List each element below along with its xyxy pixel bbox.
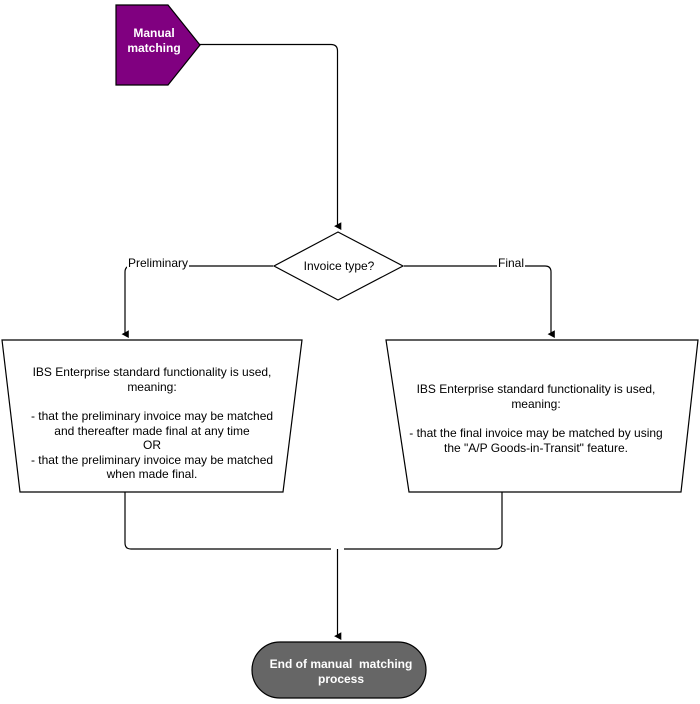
node-decision-invoice-type[interactable] [272,231,405,301]
connector-decision-to-preliminary [121,265,273,338]
node-process-final[interactable] [385,339,699,493]
node-start-manual-matching[interactable] [115,4,201,86]
node-end-process[interactable] [251,641,427,699]
connector-final-to-merge [344,492,503,550]
node-process-preliminary[interactable] [1,339,303,493]
node-start-label: Manual matching [127,26,181,55]
node-end-label: End of manual matching process [269,657,413,686]
edge-label-final: Final [497,256,526,270]
node-decision-label: Invoice type? [303,259,375,273]
connector-start-to-decision [200,43,342,230]
connector-decision-to-final [404,265,555,338]
edge-label-preliminary: Preliminary [127,256,190,270]
connector-preliminary-to-merge [124,492,331,550]
node-process-preliminary-label: IBS Enterprise standard functionality is… [30,365,274,482]
node-process-final-label: IBS Enterprise standard functionality is… [409,382,663,455]
